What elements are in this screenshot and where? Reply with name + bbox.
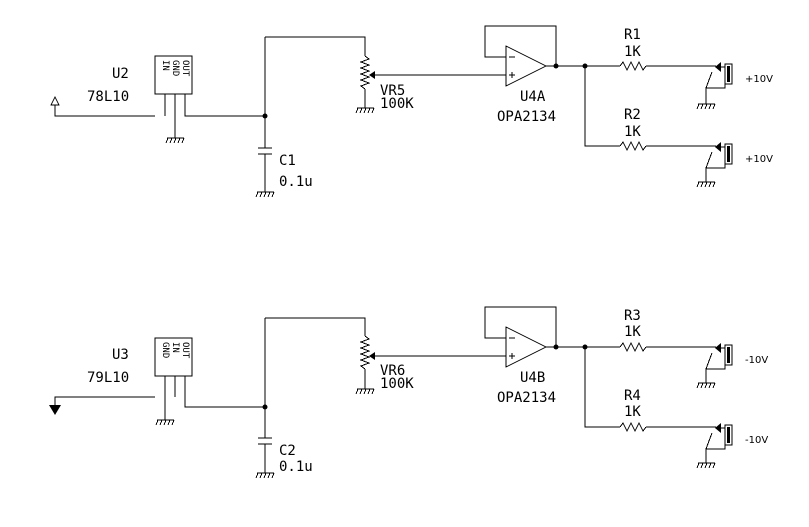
upper-channel: IN GND OUT U2 78L10 <box>50 25 773 198</box>
wire-reg-out <box>184 94 265 117</box>
jack-tip-icon <box>715 62 721 72</box>
opamp-ref: U4B <box>520 370 545 386</box>
regulator-u2: IN GND OUT U2 78L10 <box>87 55 193 105</box>
jack-tip-icon <box>715 423 721 433</box>
output-jack <box>696 62 733 110</box>
regulator-ref: U3 <box>112 347 129 363</box>
resistor-r4 <box>619 421 647 433</box>
ground-icon <box>355 388 375 395</box>
pin-label-gnd: GND <box>170 60 180 76</box>
wire-reg-out <box>184 376 265 408</box>
pot-value: 100K <box>380 376 414 392</box>
lower-channel: GND IN OUT U3 79L10 <box>49 306 768 479</box>
pot-ref: VR5 <box>380 83 405 99</box>
ground-icon <box>155 419 175 426</box>
pin-label-in: IN <box>160 60 170 71</box>
opamp-value: OPA2134 <box>497 109 556 125</box>
wire-supply-in <box>54 105 155 117</box>
ground-icon <box>255 191 275 198</box>
ground-icon <box>255 472 275 479</box>
positive-supply-arrow-icon <box>50 95 60 106</box>
wire-r4-branch <box>584 347 620 428</box>
capacitor-ref: C2 <box>279 443 296 459</box>
wire-feedback <box>484 306 557 347</box>
resistor-ref: R4 <box>624 388 641 404</box>
wire-supply-in <box>54 396 155 405</box>
junction-dot <box>553 344 559 350</box>
resistor-r1 <box>619 60 647 72</box>
regulator-u3: GND IN OUT U3 79L10 <box>87 337 193 386</box>
resistor-ref: R2 <box>624 107 641 123</box>
output-voltage-label: -10V <box>745 355 768 366</box>
wire-pot-top <box>265 317 366 336</box>
resistor-ref: R3 <box>624 308 641 324</box>
resistor-ref: R1 <box>624 27 641 43</box>
wire-r2-branch <box>584 66 620 147</box>
opamp-ref: U4A <box>520 89 546 105</box>
pin-label-out: OUT <box>180 342 190 359</box>
negative-supply-arrow-icon <box>49 405 61 415</box>
output-voltage-label: +10V <box>745 154 773 165</box>
output-voltage-label: -10V <box>745 435 768 446</box>
jack-tip-icon <box>715 343 721 353</box>
jack-tip-icon <box>715 142 721 152</box>
ground-icon <box>165 137 185 144</box>
pot-value: 100K <box>380 96 414 112</box>
regulator-value: 78L10 <box>87 89 129 105</box>
capacitor-value: 0.1u <box>279 459 313 475</box>
wire-pot-top <box>265 36 366 56</box>
resistor-r2 <box>619 140 647 152</box>
output-jack <box>696 423 733 469</box>
wiper-arrow-icon <box>369 71 375 79</box>
resistor-value: 1K <box>624 44 641 60</box>
junction-dot <box>553 63 559 69</box>
opamp-u4a-triangle <box>505 45 548 87</box>
opamp-value: OPA2134 <box>497 390 556 406</box>
pin-label-gnd: GND <box>160 342 170 358</box>
resistor-value: 1K <box>624 404 641 420</box>
pin-label-in: IN <box>170 342 180 353</box>
regulator-value: 79L10 <box>87 370 129 386</box>
pot-ref: VR6 <box>380 363 405 379</box>
resistor-value: 1K <box>624 324 641 340</box>
output-jack <box>696 343 733 389</box>
capacitor-value: 0.1u <box>279 174 313 190</box>
wire-feedback <box>484 25 557 66</box>
potentiometer-vr5 <box>359 55 371 90</box>
opamp-u4b-triangle <box>505 326 548 368</box>
resistor-r3 <box>619 341 647 353</box>
pin-label-out: OUT <box>180 60 190 77</box>
regulator-ref: U2 <box>112 66 129 82</box>
resistor-value: 1K <box>624 124 641 140</box>
output-voltage-label: +10V <box>745 74 773 85</box>
wiper-arrow-icon <box>369 352 375 360</box>
potentiometer-vr6 <box>359 335 371 370</box>
capacitor-ref: C1 <box>279 153 296 169</box>
output-jack <box>696 142 733 188</box>
ground-icon <box>355 107 375 114</box>
